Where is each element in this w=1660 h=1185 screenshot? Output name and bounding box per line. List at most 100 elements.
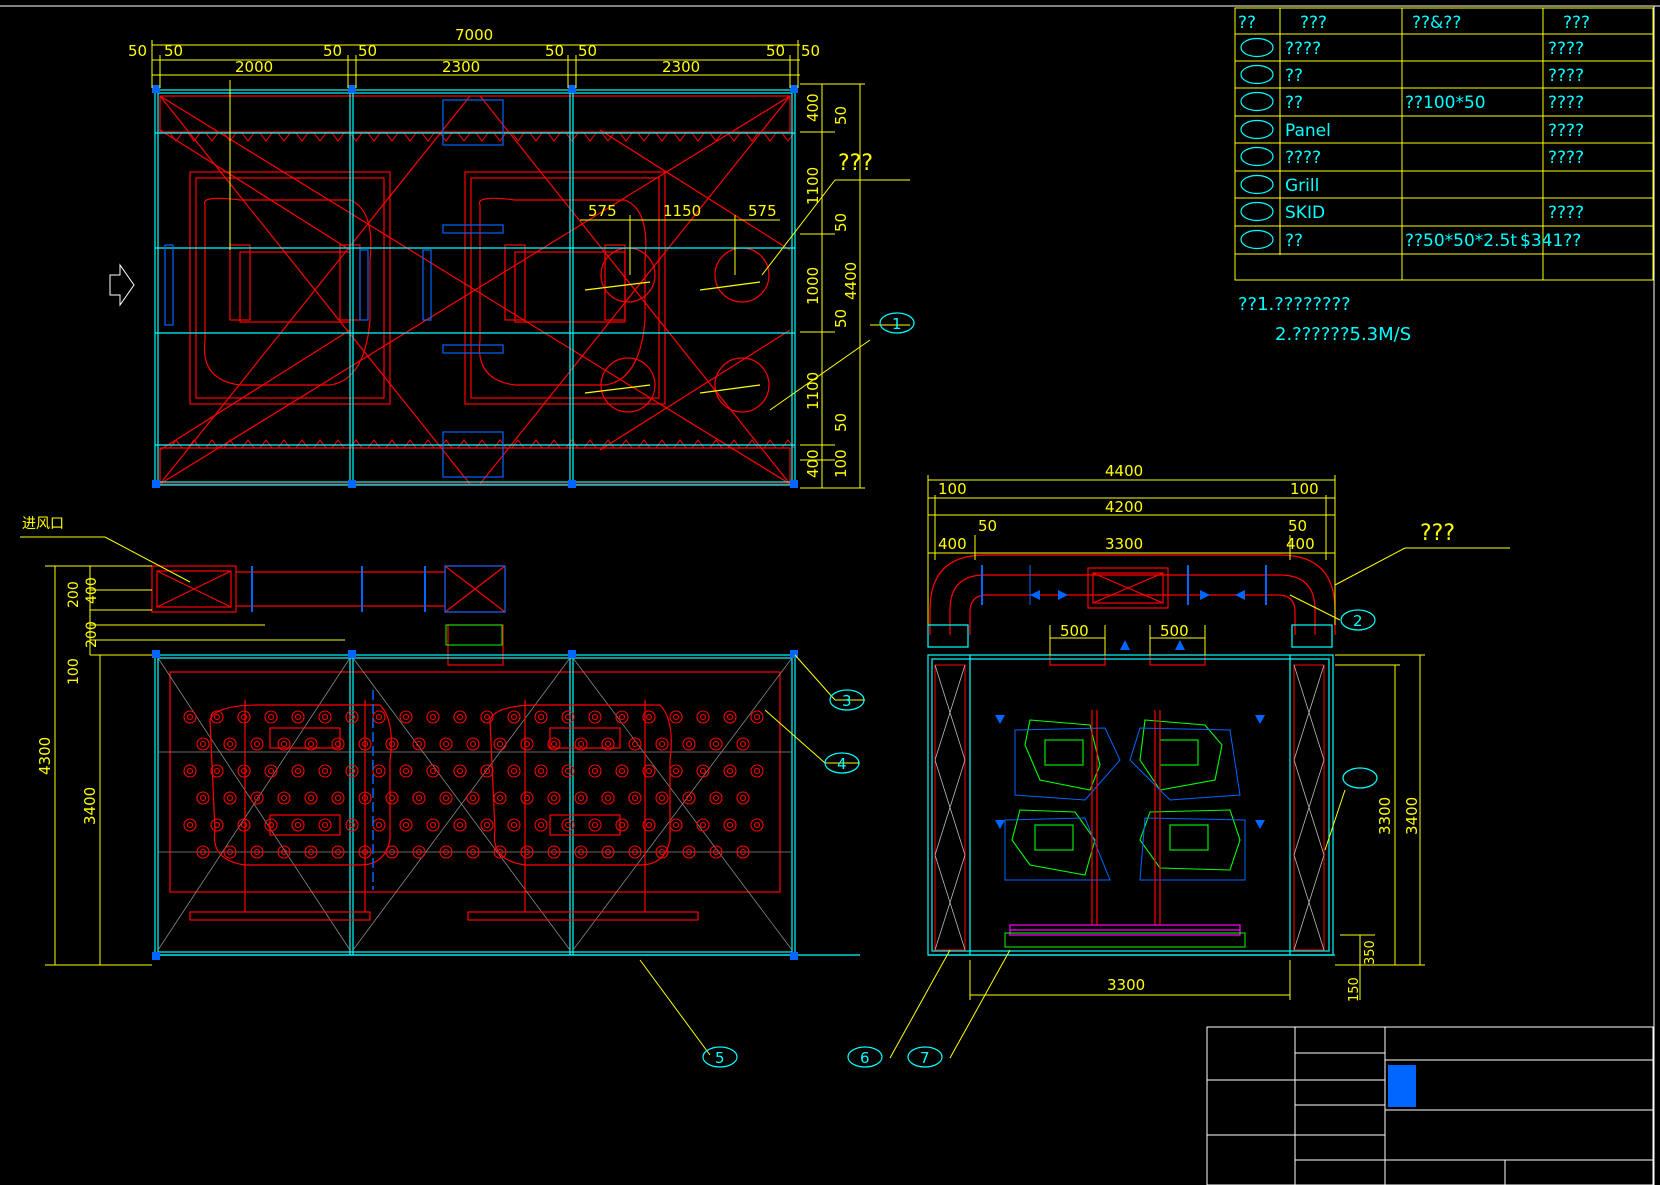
spray-nozzle (250, 845, 264, 859)
spray-nozzle (304, 845, 318, 859)
spray-nozzle-core (199, 848, 207, 856)
spray-nozzle-core (442, 740, 450, 748)
plan-dim-right-3: 1000 (804, 267, 822, 305)
spray-nozzle-core (240, 713, 248, 721)
plan-dim-gap: 50 (323, 42, 342, 60)
spray-nozzle-core (348, 713, 356, 721)
balloon-4: 4 (824, 752, 860, 774)
spray-nozzle-core (388, 848, 396, 856)
balloon-1: 1 (879, 312, 915, 334)
spray-nozzle (615, 710, 629, 724)
spray-nozzle-core (753, 767, 761, 775)
spray-nozzle-core (483, 767, 491, 775)
note-2: 2.??????5.3M/S (1275, 324, 1411, 345)
spray-nozzle (439, 737, 453, 751)
bom-row: Panel???? (1240, 119, 1584, 141)
spray-nozzle (588, 764, 602, 778)
spray-nozzle (520, 791, 534, 805)
spray-nozzle-core (321, 821, 329, 829)
spray-nozzle (291, 764, 305, 778)
bom-row-balloon (1240, 146, 1274, 167)
spray-nozzle (345, 818, 359, 832)
filter-tooth (547, 132, 561, 142)
spray-nozzle (439, 791, 453, 805)
spray-nozzle-core (267, 713, 275, 721)
bom-row-material: ???? (1548, 121, 1584, 141)
spray-nozzle (520, 845, 534, 859)
filter-tooth (169, 132, 183, 142)
spray-nozzle (750, 764, 764, 778)
bom-row-name: Grill (1285, 176, 1319, 196)
plan-dim-gap: 50 (164, 42, 183, 60)
spray-nozzle-core (199, 740, 207, 748)
spray-nozzle (412, 845, 426, 859)
spray-nozzle (574, 791, 588, 805)
balloon-3-label: 3 (842, 692, 852, 710)
spray-nozzle (399, 710, 413, 724)
bom-row-name: ?? (1285, 231, 1303, 251)
plan-dim-inner-2: 1150 (663, 202, 701, 220)
plan-dim-right-gap: 50 (832, 106, 850, 125)
note-1: ??1.???????? (1238, 294, 1351, 315)
spray-nozzle (277, 737, 291, 751)
spray-nozzle-core (537, 821, 545, 829)
spray-nozzle-core (739, 794, 747, 802)
bom-row-material: ???? (1548, 39, 1584, 59)
spray-nozzle (385, 791, 399, 805)
spray-nozzle-core (510, 821, 518, 829)
spray-nozzle (642, 764, 656, 778)
spray-nozzle (574, 845, 588, 859)
filter-tooth (475, 132, 489, 142)
spray-nozzle (723, 818, 737, 832)
filter-tooth (439, 132, 453, 142)
spray-nozzle (183, 764, 197, 778)
spray-nozzle (345, 710, 359, 724)
filter-tooth (403, 132, 417, 142)
spray-nozzle-core (469, 794, 477, 802)
spray-nozzle-core (604, 740, 612, 748)
spray-nozzle-core (496, 794, 504, 802)
balloon-7-label: 7 (920, 1049, 930, 1067)
plan-dim-right-gap: 50 (832, 309, 850, 328)
spray-nozzle-core (253, 794, 261, 802)
bom-row-material: $341?? (1520, 231, 1581, 251)
bom-row-name: Panel (1285, 121, 1331, 141)
spray-nozzle (291, 710, 305, 724)
balloon-1-label: 1 (892, 315, 902, 333)
spray-nozzle-core (280, 740, 288, 748)
filter-tooth (763, 132, 777, 142)
spray-nozzle-core (631, 848, 639, 856)
front-dim-booth: 3400 (81, 787, 99, 825)
spray-nozzle-core (645, 767, 653, 775)
plan-callout: ??? (838, 151, 873, 176)
balloon-6: 6 (847, 1046, 883, 1068)
spray-nozzle-core (699, 821, 707, 829)
bom-row-name: ???? (1285, 39, 1321, 59)
bom-row: Grill (1240, 174, 1319, 196)
airflow-arrow-icon (109, 263, 135, 307)
spray-nozzle-core (402, 821, 410, 829)
spray-nozzle (318, 818, 332, 832)
bom-row-material: ???? (1548, 93, 1584, 113)
side-dim-50-right: 50 (1288, 517, 1307, 535)
side-dim-inner: 4200 (1105, 498, 1143, 516)
spray-nozzle (264, 818, 278, 832)
spray-nozzle-core (213, 767, 221, 775)
spray-nozzle-core (510, 713, 518, 721)
filter-tooth (601, 132, 615, 142)
spray-nozzle-core (429, 767, 437, 775)
spray-nozzle (318, 710, 332, 724)
spray-nozzle-core (226, 740, 234, 748)
spray-nozzle-core (591, 713, 599, 721)
spray-nozzle-core (564, 821, 572, 829)
spray-nozzle-core (186, 821, 194, 829)
bom-header-spec: ??&?? (1412, 13, 1461, 33)
filter-tooth (277, 132, 291, 142)
spray-nozzle (399, 764, 413, 778)
spray-nozzle (588, 818, 602, 832)
spray-nozzle-core (280, 848, 288, 856)
filter-tooth (241, 132, 255, 142)
bom-row-material: ???? (1548, 66, 1584, 86)
spray-nozzle (615, 764, 629, 778)
bom-row-balloon (1240, 229, 1274, 250)
